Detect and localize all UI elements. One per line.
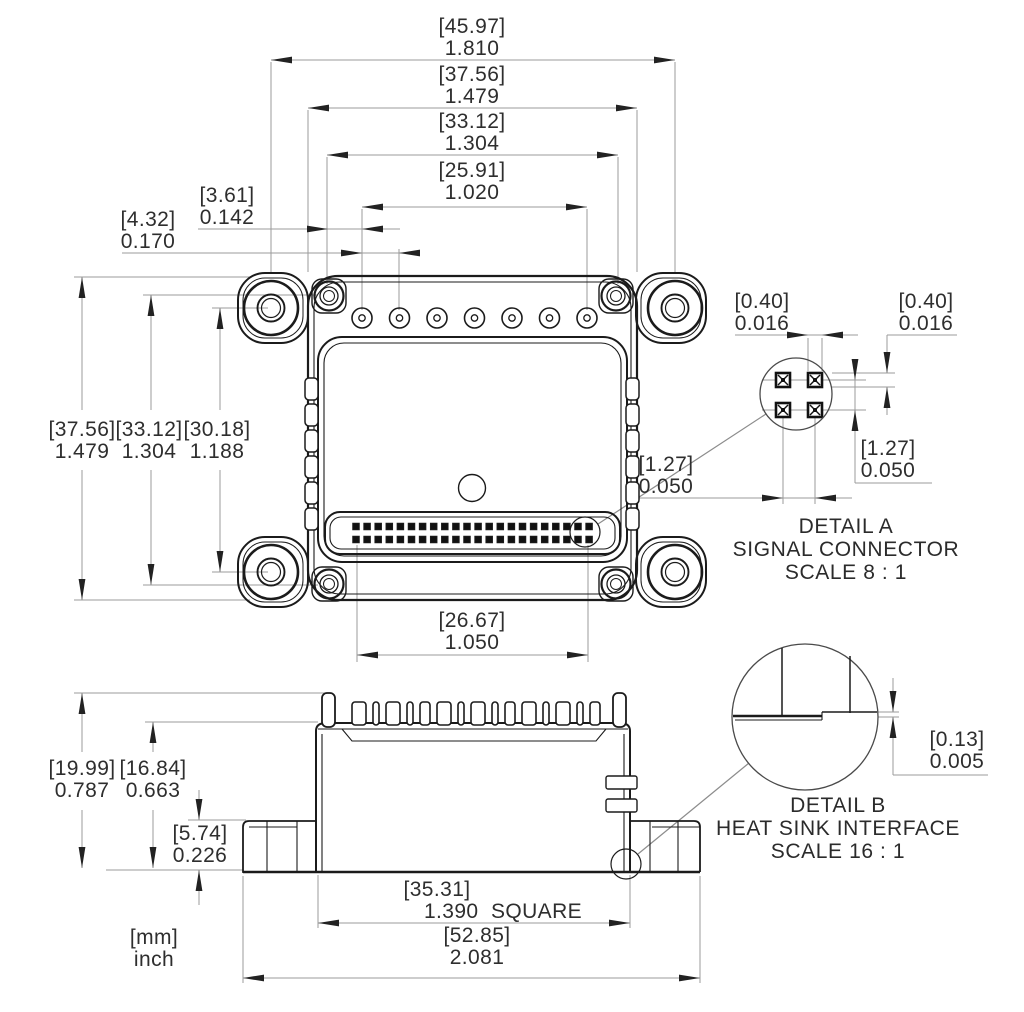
terminal-holes <box>351 307 598 329</box>
top-view <box>237 272 707 608</box>
dim-body-width: [37.56]1.479 <box>438 63 506 108</box>
dim-a-pitch-horizontal: [1.27]0.050 <box>638 453 694 498</box>
mounting-ear-bottom-left <box>237 536 309 608</box>
dim-body-height: [37.56]1.479 <box>48 418 116 463</box>
detail-b-leader <box>637 762 750 855</box>
dim-boss-span-h: [33.12]1.304 <box>438 110 506 155</box>
signal-connector-outline <box>324 511 621 555</box>
mounting-ear-bottom-right <box>635 536 707 608</box>
detail-b-view <box>731 643 879 791</box>
dim-a-pin-height: [0.40]0.016 <box>898 290 954 335</box>
units-note: [mm]inch <box>129 926 179 971</box>
dim-boss-span-v: [33.12]1.304 <box>115 418 183 463</box>
side-ribs <box>304 377 640 531</box>
detail-b-callout-circle <box>610 848 642 880</box>
detail-a-callout-circle <box>569 516 601 548</box>
mounting-ear-top-right <box>635 272 707 344</box>
dim-boss-to-hole: [3.61]0.142 <box>199 184 255 229</box>
mounting-ear-top-left <box>237 272 309 344</box>
dim-terminal-span: [25.91]1.020 <box>438 159 506 204</box>
screw-bosses <box>311 278 634 602</box>
center-hole <box>457 473 487 503</box>
connector-pin-grid <box>352 522 593 544</box>
dim-ear-span-v: [30.18]1.188 <box>183 418 251 463</box>
dim-overall-height: [19.99]0.787 <box>48 757 116 802</box>
dim-overall-width: [52.85]2.081 <box>443 924 511 969</box>
detail-b-circle <box>731 643 879 791</box>
detail-a-pins <box>774 371 824 419</box>
side-cap-bevel <box>341 728 607 742</box>
signal-connector-inner-outline <box>329 516 616 550</box>
dim-a-pitch-vertical: [1.27]0.050 <box>860 437 916 482</box>
heat-sink-pins <box>321 692 627 728</box>
module-lid-inner-outline <box>323 342 622 557</box>
dim-a-pin-width: [0.40]0.016 <box>734 290 790 335</box>
dim-base-width-mm: [35.31] <box>403 878 471 901</box>
mounting-flange-left <box>242 820 316 873</box>
dim-ear-span-h: [45.97]1.810 <box>438 15 506 60</box>
side-tab-upper <box>605 775 638 790</box>
detail-a-view <box>759 357 833 431</box>
dim-body-top-height: [16.84]0.663 <box>119 757 187 802</box>
dim-connector-span: [26.67]1.050 <box>438 609 506 654</box>
detail-a-circle <box>759 357 833 431</box>
dim-b-gap: [0.13]0.005 <box>929 728 985 773</box>
side-tab-lower <box>605 798 638 813</box>
dimension-arrows <box>78 56 897 982</box>
dim-hole-pitch: [4.32]0.170 <box>120 208 176 253</box>
mounting-flange-right <box>630 820 701 872</box>
dim-base-width-inch: 1.390 SQUARE <box>423 900 583 923</box>
dim-flange-height: [5.74]0.226 <box>172 822 228 867</box>
side-view <box>242 692 701 880</box>
